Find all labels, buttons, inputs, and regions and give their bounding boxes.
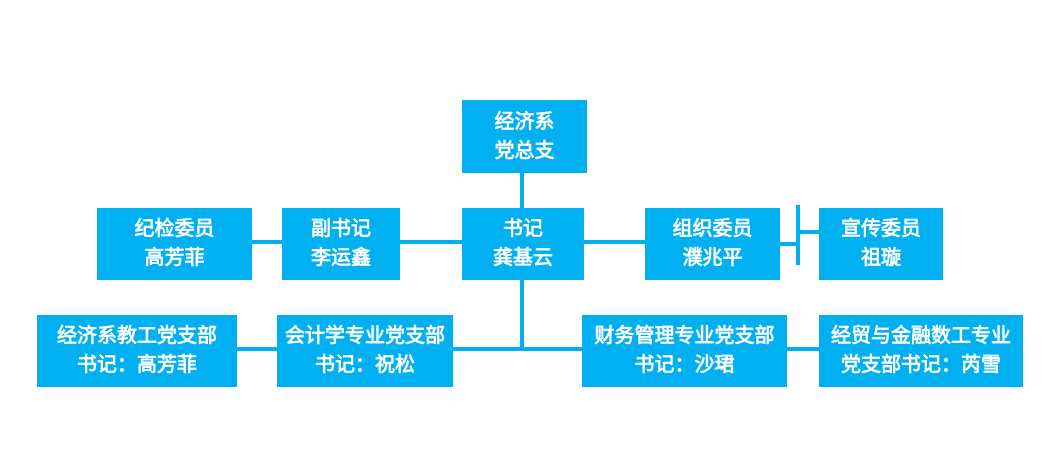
org-node-label: 会计学专业党支部 <box>285 325 445 347</box>
org-node-accounting-party-branch: 会计学专业党支部 书记：祝松 <box>277 315 453 387</box>
org-node-label: 书记：祝松 <box>315 354 415 376</box>
org-node-role: 副书记 <box>311 218 371 240</box>
org-node-trade-finance-party-branch: 经贸与金融数工专业 党支部书记：芮雪 <box>819 315 1023 387</box>
connector-discipline-to-deputy <box>252 240 282 244</box>
org-node-person: 李运鑫 <box>311 247 371 269</box>
org-node-person: 龚基云 <box>493 247 553 269</box>
org-node-label: 经济系教工党支部 <box>57 325 217 347</box>
connector-stub-to-publicity <box>798 230 819 234</box>
org-node-discipline-inspection-member: 纪检委员 高芳菲 <box>97 208 252 280</box>
org-node-label: 书记：沙珺 <box>634 354 735 376</box>
connector-secretary-to-branches <box>520 280 524 351</box>
org-node-role: 宣传委员 <box>841 218 921 240</box>
org-node-label: 经济系 <box>494 110 555 133</box>
org-node-role: 书记 <box>503 218 543 240</box>
connector-root-to-secretary <box>520 173 524 209</box>
org-node-label: 党总支 <box>494 139 555 162</box>
org-node-role: 纪检委员 <box>134 218 215 240</box>
org-node-secretary: 书记 龚基云 <box>462 208 584 280</box>
org-node-person: 祖璇 <box>861 247 901 269</box>
org-node-label: 党支部书记：芮雪 <box>841 354 1001 376</box>
org-node-publicity-member: 宣传委员 祖璇 <box>819 208 943 280</box>
org-node-deputy-secretary: 副书记 李运鑫 <box>282 208 400 280</box>
org-node-financial-management-party-branch: 财务管理专业党支部 书记：沙珺 <box>582 315 787 387</box>
org-node-party-general-branch: 经济系 党总支 <box>462 100 587 173</box>
org-node-organization-member: 组织委员 濮兆平 <box>645 208 780 280</box>
connector-branches-horizontal <box>237 347 819 351</box>
connector-secretary-to-organization <box>584 240 645 244</box>
org-node-label: 财务管理专业党支部 <box>594 325 775 347</box>
org-node-label: 书记：高芳菲 <box>77 354 197 376</box>
org-node-person: 濮兆平 <box>682 247 743 269</box>
connector-vertical-stub <box>796 205 800 265</box>
org-node-faculty-party-branch: 经济系教工党支部 书记：高芳菲 <box>37 315 237 387</box>
org-node-person: 高芳菲 <box>144 247 205 269</box>
org-node-label: 经贸与金融数工专业 <box>831 325 1011 347</box>
org-node-role: 组织委员 <box>672 218 753 240</box>
connector-organization-to-stub <box>780 242 800 246</box>
connector-deputy-to-secretary <box>400 240 462 244</box>
